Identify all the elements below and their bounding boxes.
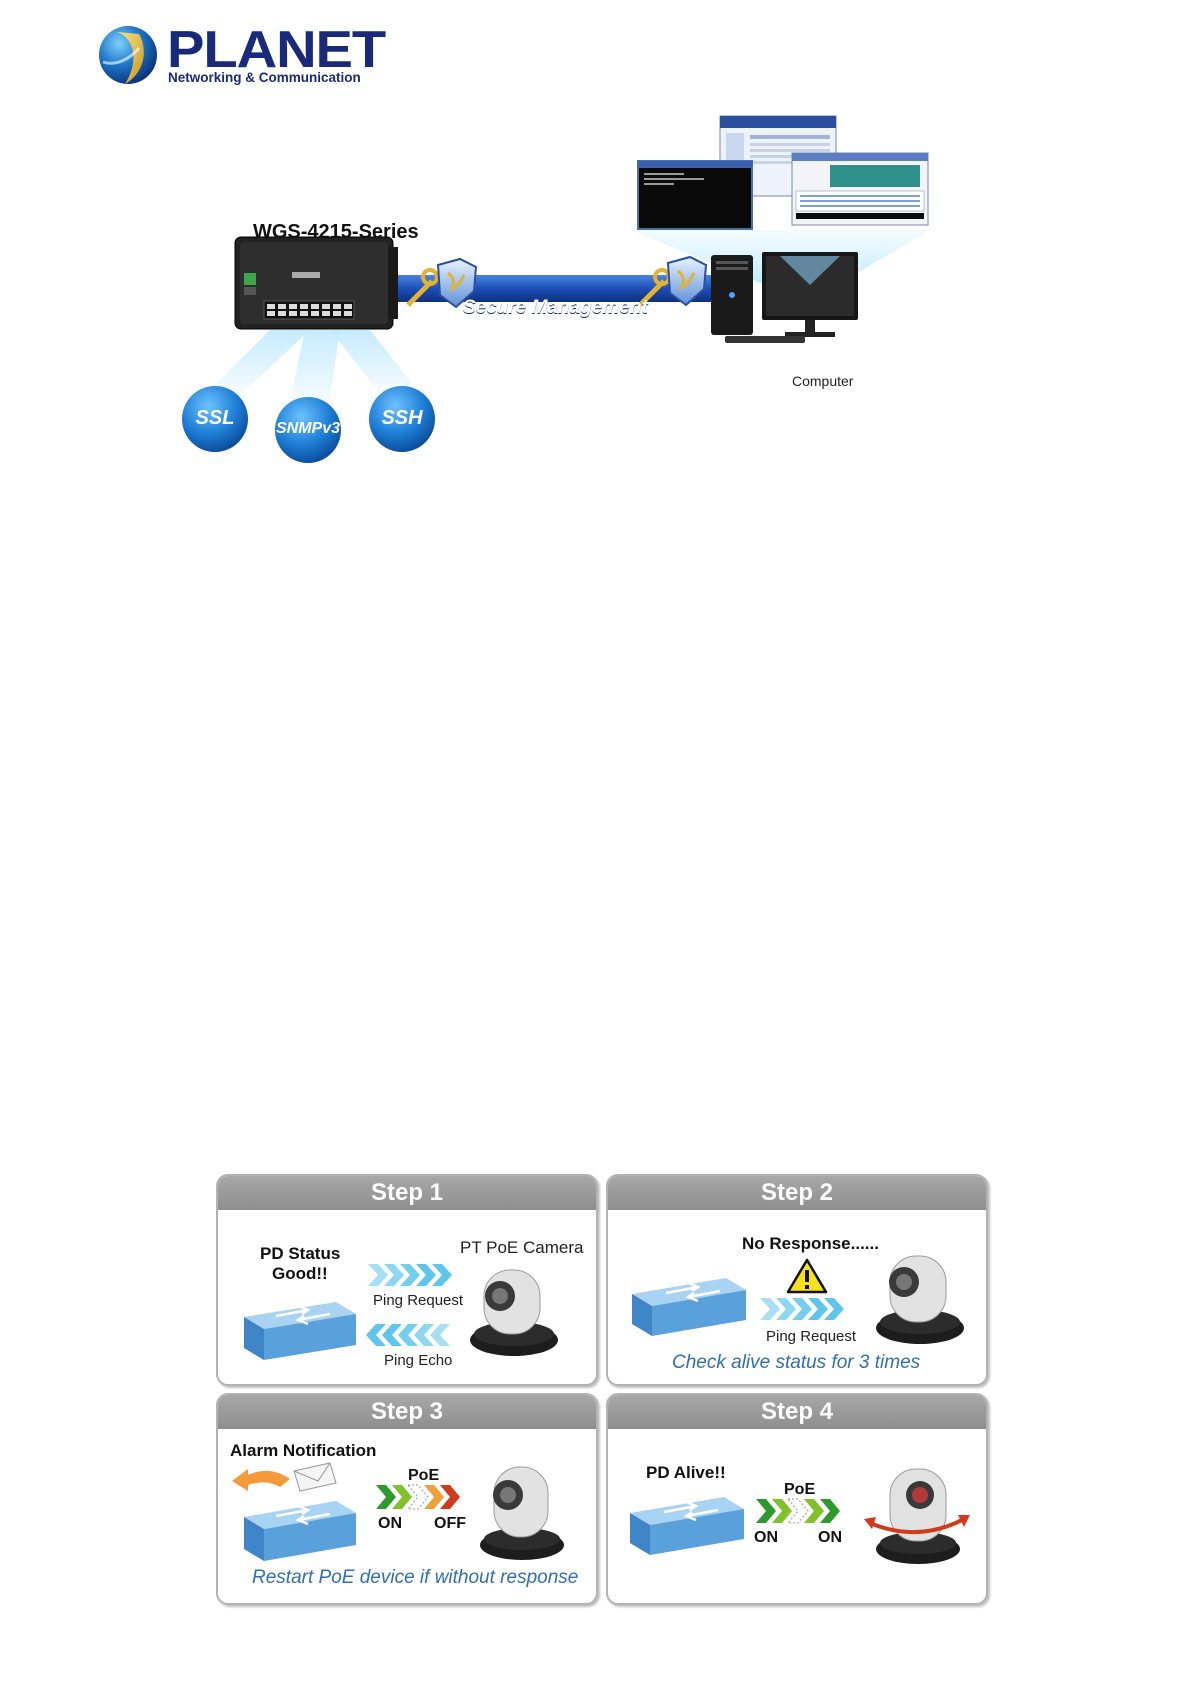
poe-on-off-arrows [376,1484,460,1510]
envelope-icon [293,1462,337,1492]
step-3-panel: Step 3 Alarm Notification PoE ON OFF Res… [216,1393,598,1605]
ssh-label: SSH [381,407,423,429]
device-model-label: WGS-4215-Series [253,221,419,243]
step-2-graphic [632,1255,964,1344]
ptz-camera-icon [876,1255,964,1344]
ping-request-label: Ping Request [766,1328,857,1345]
camera-label: PT PoE Camera [460,1238,584,1257]
switch-icon [244,1501,356,1561]
switch-icon [244,1302,356,1360]
alarm-notification-label: Alarm Notification [230,1441,377,1460]
step-4-graphic [630,1468,970,1564]
no-response-label: No Response...... [742,1234,879,1253]
pd-alive-label: PD Alive!! [646,1463,726,1482]
ssl-badge [182,386,248,452]
step-4-panel: Step 4 PD Alive!! PoE ON ON [606,1393,988,1605]
secure-management-diagram: WGS-4215-Series Secure Management Comput… [180,115,1020,505]
planet-logo: PLANET Networking & Communication [95,21,386,92]
switch-icon [632,1278,746,1336]
step-2-panel: Step 2 No Response...... Ping Request Ch… [606,1174,988,1386]
ssl-label: SSL [195,407,235,429]
check-alive-note: Check alive status for 3 times [672,1352,921,1373]
logo-wordmark: PLANET [167,21,386,79]
computer-label: Computer [792,373,854,389]
pd-status-label: PD Status [260,1244,341,1263]
console-screenshot [637,160,753,230]
poe-label: PoE [784,1481,816,1498]
switch-device-image [234,236,398,330]
ping-request-label: Ping Request [373,1292,464,1309]
step-3-graphic [232,1462,564,1561]
ssh-badge [369,386,435,452]
poe-on-right-label: ON [818,1529,842,1546]
shield-key-icon-right [638,255,708,307]
pd-status-good-label: Good!! [272,1264,328,1283]
step-3-title: Step 3 [218,1395,596,1429]
globe-logo-icon [99,26,157,84]
ptz-camera-icon [470,1269,558,1356]
poe-on-label: ON [378,1515,402,1532]
switch-icon [630,1497,744,1555]
arrow-back-icon [232,1469,290,1491]
restart-poe-note: Restart PoE device if without response [252,1567,579,1588]
ping-request-arrows [368,1264,452,1286]
poe-on-left-label: ON [754,1529,778,1546]
ptz-camera-rotating-icon [864,1468,970,1564]
gui-screenshot [791,152,929,226]
poe-on-on-arrows [756,1498,840,1524]
ping-echo-label: Ping Echo [384,1352,453,1369]
secure-management-graphic [182,115,930,463]
ssh-beam [330,330,425,400]
warning-icon [786,1258,828,1294]
ptz-camera-icon [480,1466,564,1560]
snmp-beam [288,330,340,410]
ssl-beam [200,330,310,400]
snmpv3-badge [275,397,341,463]
ping-echo-arrows [366,1324,450,1346]
shield-key-icon-left [406,257,478,309]
poe-label: PoE [408,1467,440,1484]
snmpv3-label: SNMPv3 [275,420,341,437]
step-4-title: Step 4 [608,1395,986,1429]
poe-off-label: OFF [434,1515,466,1532]
step-1-panel: Step 1 PD Status Good!! PT PoE Camera Pi… [216,1174,598,1386]
secure-management-label: Secure Management [463,297,648,318]
step-2-title: Step 2 [608,1176,986,1210]
computer-icon [711,252,858,343]
ping-request-arrows [760,1298,844,1320]
step-1-graphic [244,1264,558,1360]
logo-tagline: Networking & Communication [168,70,361,85]
step-1-title: Step 1 [218,1176,596,1210]
